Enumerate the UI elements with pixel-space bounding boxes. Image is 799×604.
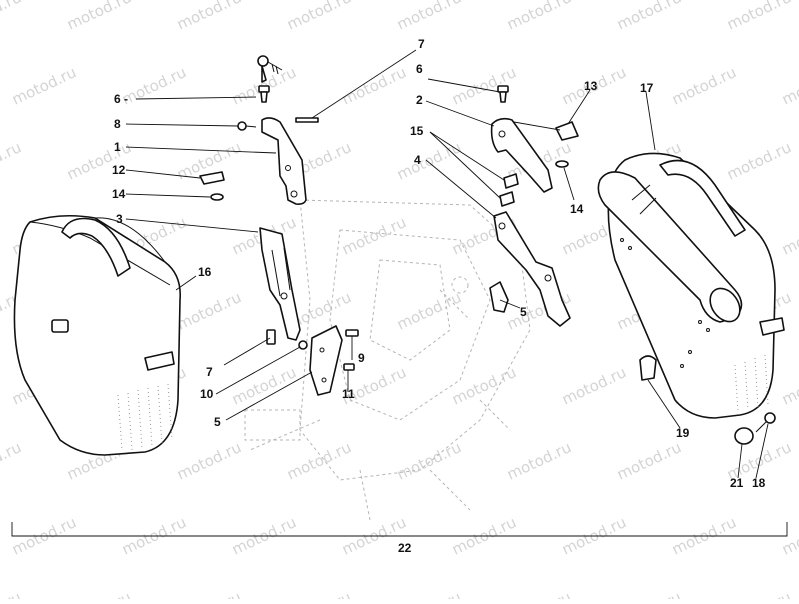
bolt-7-lower	[266, 329, 276, 345]
watermark-text: motod.ru	[284, 438, 354, 483]
callout-21: 21	[730, 476, 744, 490]
watermark-text: motod.ru	[394, 438, 464, 483]
plate-5-right	[489, 281, 509, 313]
watermark-text: motod.ru	[0, 138, 24, 183]
watermark-text: motod.ru	[394, 0, 464, 34]
watermark-text: motod.ru	[0, 0, 24, 34]
right-pannier-case	[597, 152, 785, 419]
washer-14-left	[210, 193, 224, 201]
bracket-12	[199, 171, 225, 185]
watermark-text: motod.ru	[779, 363, 799, 408]
watermark-text: motod.ru	[0, 588, 24, 599]
watermark-text: motod.ru	[779, 63, 799, 108]
bolt-11	[343, 363, 355, 371]
callout-18: 18	[752, 476, 766, 490]
right-support-4	[493, 211, 571, 327]
watermark-text: motod.ru	[669, 63, 739, 108]
callout-22: 22	[398, 541, 412, 555]
watermark-text: motod.ru	[559, 363, 629, 408]
leader-lines	[125, 49, 769, 479]
watermark-text: motod.ru	[779, 213, 799, 258]
washer-10	[298, 340, 308, 350]
watermark-text: motod.ru	[0, 438, 24, 483]
callout-3: 3	[116, 212, 123, 226]
watermark-text: motod.ru	[174, 0, 244, 34]
washer-14-right	[555, 160, 569, 168]
bolt-9	[345, 329, 359, 337]
watermark-text: motod.ru	[339, 213, 409, 258]
callout-labels: 6 - 8 1 12 14 3 7 16 7 10 5 9 11 6 2 15 …	[112, 37, 766, 555]
motorcycle-frame-ghost	[244, 199, 531, 521]
callout-7-top: 7	[418, 37, 425, 51]
spacers-15	[499, 173, 519, 207]
washer-21	[734, 427, 754, 445]
watermark-text: motod.ru	[614, 588, 684, 599]
callout-6-right: 6	[416, 62, 423, 76]
watermark-text: motod.ru	[284, 0, 354, 34]
callout-11: 11	[342, 387, 355, 401]
callout-9: 9	[358, 351, 365, 365]
callout-13: 13	[584, 79, 598, 93]
watermark-text: motod.ru	[504, 588, 574, 599]
key-lock-part	[257, 55, 283, 83]
callout-2: 2	[416, 93, 423, 107]
callout-19: 19	[676, 426, 690, 440]
right-mount-bracket-2	[490, 117, 553, 193]
watermark-text: motod.ru	[724, 588, 794, 599]
callout-14-left: 14	[112, 187, 126, 201]
watermark-text: motod.ru	[64, 0, 134, 34]
bolt-8	[237, 121, 257, 131]
callout-4: 4	[414, 153, 421, 167]
watermark-text: motod.ru	[229, 363, 299, 408]
watermark-text: motod.ru	[614, 438, 684, 483]
callout-5-right: 5	[520, 305, 527, 319]
watermark-text: motod.ru	[724, 138, 794, 183]
bolt-18	[755, 412, 776, 433]
callout-16: 16	[198, 265, 212, 279]
watermark-text: motod.ru	[174, 438, 244, 483]
callout-1: 1	[114, 140, 121, 154]
watermark-text: motod.ru	[284, 588, 354, 599]
watermark-text: motod.ru	[174, 288, 244, 333]
left-mount-bracket-1	[261, 117, 307, 205]
plate-5-left	[309, 325, 343, 396]
callout-17: 17	[640, 81, 654, 95]
watermark-text: motod.ru	[64, 588, 134, 599]
callout-15: 15	[410, 124, 424, 138]
watermark-text: motod.ru	[9, 63, 79, 108]
watermark-text: motod.ru	[174, 588, 244, 599]
watermark-text: motod.ru	[339, 63, 409, 108]
bolt-6-right	[497, 85, 509, 103]
bolt-7-top	[295, 117, 319, 123]
callout-7-lower: 7	[206, 365, 213, 379]
assembly-bracket-22	[11, 522, 788, 537]
watermark-text: motod.ru	[449, 363, 519, 408]
watermark-text: motod.ru	[394, 288, 464, 333]
left-support-3	[259, 227, 301, 341]
watermark-text: motod.ru	[614, 0, 684, 34]
watermark-text: motod.ru	[119, 63, 189, 108]
watermark-text: motod.ru	[504, 0, 574, 34]
left-pannier-case	[13, 214, 182, 456]
callout-14-right: 14	[570, 202, 584, 216]
callout-12: 12	[112, 163, 126, 177]
watermark-text: motod.ru	[394, 138, 464, 183]
callout-10: 10	[200, 387, 214, 401]
watermark-text: motod.ru	[504, 438, 574, 483]
bolt-6-left	[258, 85, 270, 103]
bracket-13	[555, 121, 579, 141]
callout-5-left: 5	[214, 415, 221, 429]
callout-6-left: 6 -	[114, 92, 128, 106]
watermark-text: motod.ru	[724, 0, 794, 34]
callout-8: 8	[114, 117, 121, 131]
watermark-text: motod.ru	[394, 588, 464, 599]
